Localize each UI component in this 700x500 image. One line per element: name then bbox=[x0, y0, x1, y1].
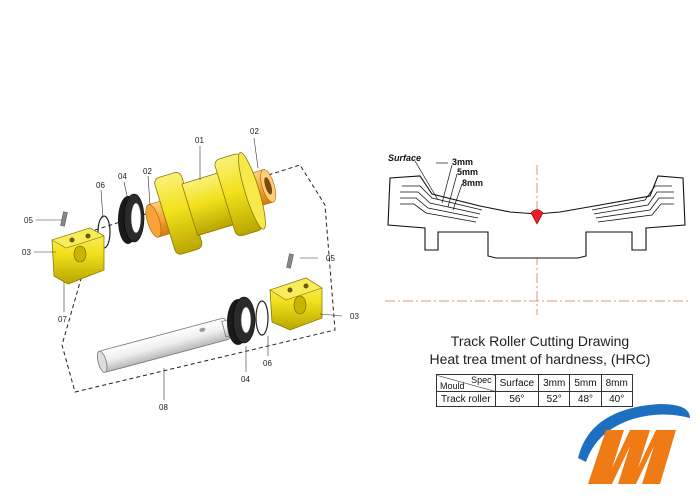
callout-02-left: 02 bbox=[143, 167, 152, 176]
table-corner-cell: Spec Mould bbox=[436, 374, 496, 392]
header-5mm: 5mm bbox=[569, 374, 602, 392]
depth-leaders bbox=[414, 160, 463, 211]
depth-label-8mm: 8mm bbox=[462, 178, 483, 188]
floating-seal-right bbox=[227, 296, 256, 345]
shaft bbox=[97, 316, 242, 373]
hardened-point-marker bbox=[530, 209, 544, 225]
value-8mm: 40° bbox=[600, 391, 633, 407]
header-3mm: 3mm bbox=[538, 374, 571, 392]
value-5mm: 48° bbox=[569, 391, 602, 407]
leader-lines bbox=[34, 137, 343, 400]
callout-06-left: 06 bbox=[96, 181, 105, 190]
row-label-track-roller: Track roller bbox=[436, 391, 496, 407]
depth-label-5mm: 5mm bbox=[457, 167, 478, 177]
hardness-table: Spec Mould Surface 3mm 5mm 8mm Track rol… bbox=[436, 374, 633, 407]
callout-01: 01 bbox=[195, 136, 204, 145]
drawing-title: Track Roller Cutting Drawing bbox=[450, 333, 630, 349]
callout-05-right: 05 bbox=[326, 254, 335, 263]
table-row: Track roller 56° 52° 48° 40° bbox=[436, 391, 633, 407]
value-surface: 56° bbox=[494, 391, 540, 407]
pin-left bbox=[60, 211, 68, 227]
callout-07: 07 bbox=[58, 315, 67, 324]
roller-body bbox=[145, 152, 277, 255]
callout-08: 08 bbox=[159, 403, 168, 412]
corner-mould-label: Mould bbox=[440, 381, 465, 391]
callout-05-left: 05 bbox=[24, 216, 33, 225]
o-ring-right bbox=[255, 300, 269, 336]
corner-spec-label: Spec bbox=[471, 375, 492, 385]
table-header-row: Spec Mould Surface 3mm 5mm 8mm bbox=[436, 374, 633, 392]
depth-label-3mm: 3mm bbox=[452, 157, 473, 167]
floating-seal-left bbox=[118, 193, 145, 244]
collar-right bbox=[269, 277, 323, 331]
value-3mm: 52° bbox=[538, 391, 571, 407]
callout-06-right: 06 bbox=[263, 359, 272, 368]
exploded-view: 01 02 02 04 06 05 03 07 05 03 06 04 08 bbox=[22, 127, 359, 412]
header-surface: Surface bbox=[494, 374, 540, 392]
callout-03-right: 03 bbox=[350, 312, 359, 321]
cutting-drawing: Surface 3mm 5mm 8mm bbox=[385, 153, 690, 315]
hardening-layers-right bbox=[591, 185, 674, 223]
callout-03-left: 03 bbox=[22, 248, 31, 257]
collar-left bbox=[51, 227, 105, 285]
pin-right bbox=[286, 253, 294, 269]
surface-label: Surface bbox=[388, 153, 421, 163]
assembly-dashed-outline bbox=[61, 164, 336, 393]
callout-04-left: 04 bbox=[118, 172, 127, 181]
callout-02-top: 02 bbox=[250, 127, 259, 136]
header-8mm: 8mm bbox=[600, 374, 633, 392]
callout-04-right: 04 bbox=[241, 375, 250, 384]
drawing-subtitle: Heat trea tment of hardness, (HRC) bbox=[429, 351, 651, 367]
m-swoosh-logo bbox=[578, 404, 690, 484]
hardening-layers-left bbox=[400, 185, 483, 223]
